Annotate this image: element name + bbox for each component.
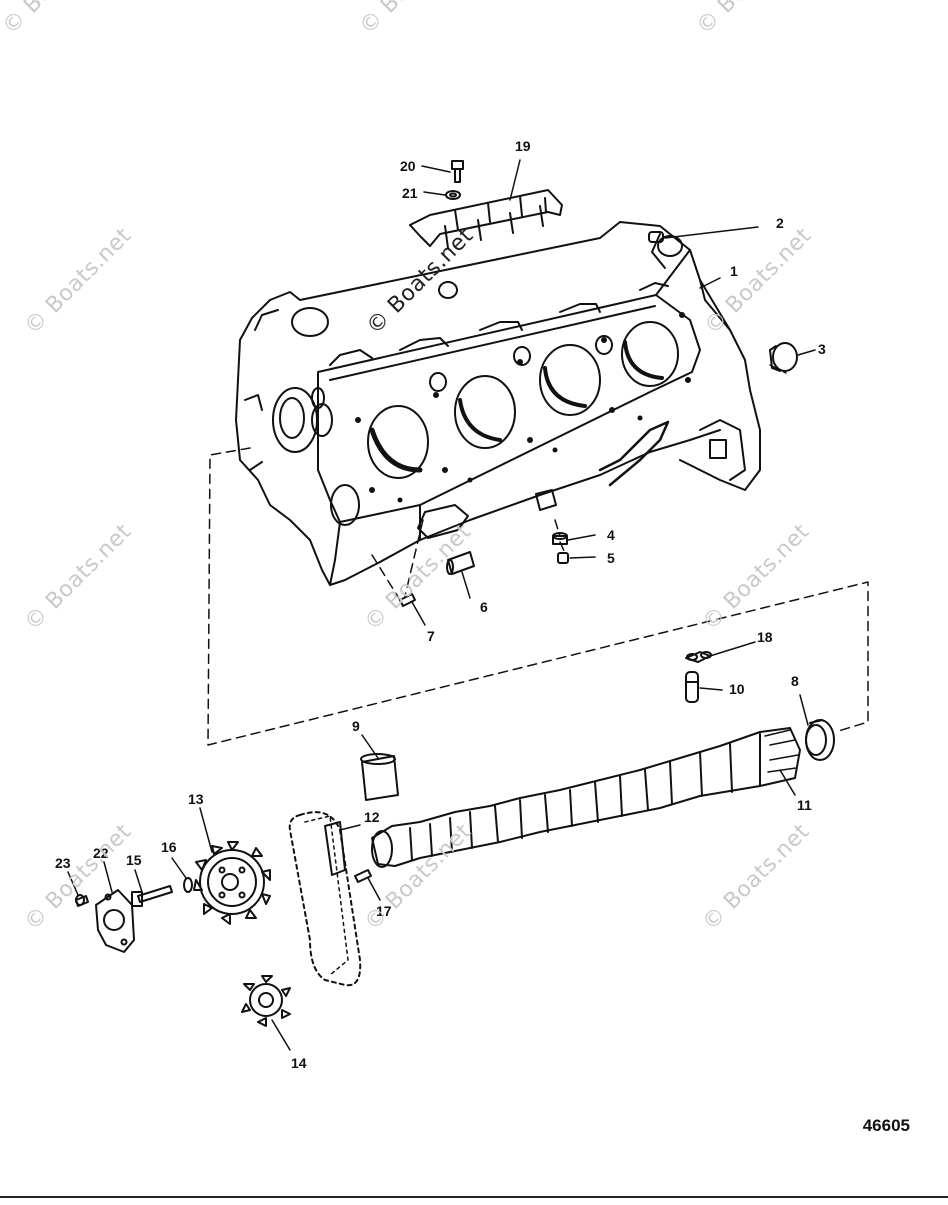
callout-9: 9 xyxy=(352,718,360,734)
crank-sprocket-14 xyxy=(241,975,291,1027)
leader-lines xyxy=(67,159,816,1051)
callout-13: 13 xyxy=(188,791,204,807)
callout-4: 4 xyxy=(607,527,615,543)
callout-3: 3 xyxy=(818,341,826,357)
callout-23: 23 xyxy=(55,855,71,871)
cam-bearing-8 xyxy=(805,719,835,761)
callout-10: 10 xyxy=(729,681,745,697)
callout-1: 1 xyxy=(730,263,738,279)
thrust-plate-22 xyxy=(95,889,135,953)
callout-22: 22 xyxy=(93,845,109,861)
callout-8: 8 xyxy=(791,673,799,689)
cam-sprocket-13 xyxy=(193,841,271,925)
callout-7: 7 xyxy=(427,628,435,644)
bolt-20 xyxy=(451,160,464,183)
camshaft-11 xyxy=(371,727,801,868)
cam-bearing-9 xyxy=(360,753,399,801)
washer-21 xyxy=(445,190,461,200)
callout-16: 16 xyxy=(161,839,177,855)
callout-18: 18 xyxy=(757,629,773,645)
callout-21: 21 xyxy=(402,185,418,201)
timing-chain-12 xyxy=(288,811,362,987)
guide-18 xyxy=(685,651,712,663)
callout-19: 19 xyxy=(515,138,531,154)
callout-6: 6 xyxy=(480,599,488,615)
engine-block xyxy=(235,221,761,586)
callout-14: 14 xyxy=(291,1055,307,1071)
plug-2 xyxy=(648,231,664,243)
lifter-10 xyxy=(685,671,699,703)
figure-number: 46605 xyxy=(862,1116,910,1135)
dowel-17 xyxy=(354,869,372,883)
bolt-15 xyxy=(131,885,173,907)
bushing-6 xyxy=(446,551,475,575)
callout-11: 11 xyxy=(797,797,812,813)
expansion-plug-3 xyxy=(769,342,798,372)
callout-17: 17 xyxy=(376,903,392,919)
lifter-retainer xyxy=(409,189,563,249)
callout-12: 12 xyxy=(364,809,380,825)
washer-16 xyxy=(183,877,193,893)
bottom-rule xyxy=(0,1196,948,1198)
callout-2: 2 xyxy=(776,215,784,231)
assembly-guide-lines xyxy=(207,364,869,746)
plug-5 xyxy=(557,552,569,564)
callout-5: 5 xyxy=(607,550,615,566)
callout-labels: 1 2 3 4 5 6 7 8 9 10 11 12 13 14 15 16 1… xyxy=(55,138,826,1071)
dowel-7 xyxy=(399,593,416,607)
callout-15: 15 xyxy=(126,852,142,868)
callout-20: 20 xyxy=(400,158,416,174)
screw-23 xyxy=(75,894,89,907)
